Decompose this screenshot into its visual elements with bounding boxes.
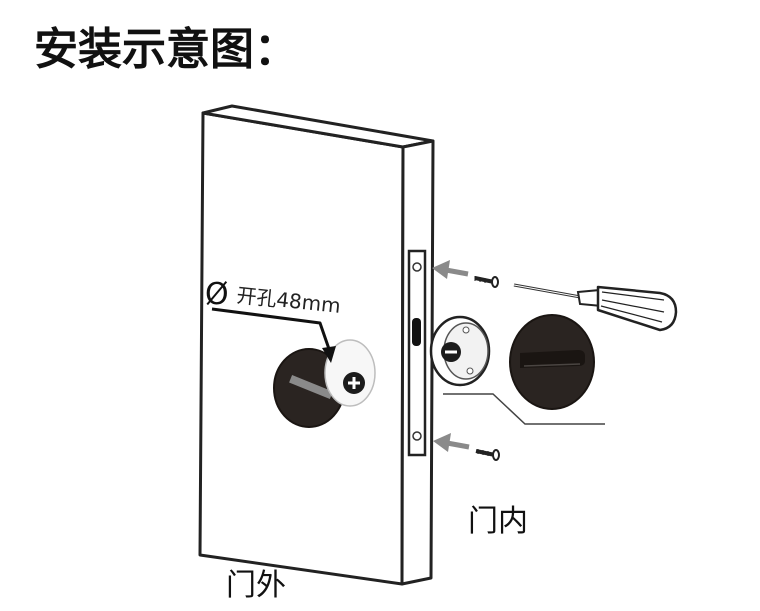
strike-plate: [407, 249, 427, 457]
lock-knob-detail: [509, 314, 595, 410]
rosette-screw-bottom: [466, 367, 474, 375]
strike-plate-screw-hole-top: [412, 262, 422, 272]
screwdriver-handle: [596, 285, 678, 332]
rosette-screw-top: [462, 326, 470, 334]
door-inside-label: 门内: [468, 504, 528, 539]
inside-rosette: [429, 315, 491, 387]
strike-plate-screw-hole-bottom: [412, 431, 422, 441]
screw-bottom: [475, 449, 500, 461]
screwdriver: [513, 283, 678, 332]
diameter-symbol: Ø: [205, 277, 229, 312]
callout-line: [443, 393, 605, 425]
door-outside-label: 门外: [226, 568, 286, 603]
latch-slot: [412, 318, 421, 346]
leader-arrowhead: [322, 346, 336, 363]
arrow-top: [432, 260, 469, 279]
door: [198, 104, 435, 586]
mounting-hole: [324, 339, 376, 407]
screw-top: [474, 276, 499, 288]
arrow-bottom: [433, 433, 470, 452]
page-title: 安装示意图：: [34, 24, 298, 75]
door-front-face: [198, 111, 405, 586]
